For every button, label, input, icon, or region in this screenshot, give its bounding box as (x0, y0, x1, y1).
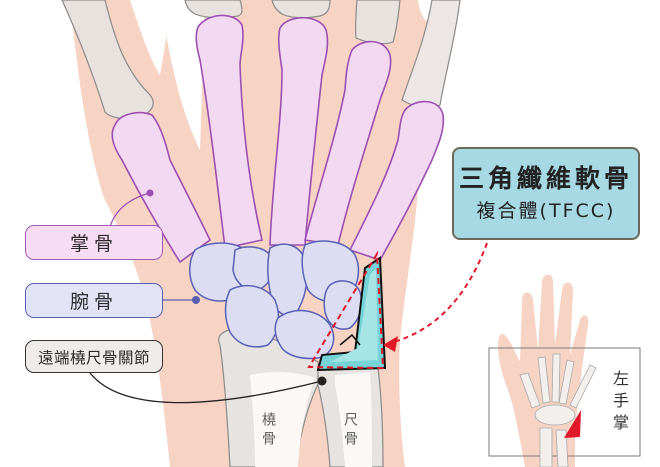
tfcc-highlight-triangle (307, 250, 385, 370)
druj-label-text: 遠端橈尺骨關節 (37, 348, 150, 367)
metacarpal-leader-line (109, 192, 151, 228)
metacarpal-label-text: 掌骨 (69, 233, 118, 255)
radius-bone-highlight (250, 372, 315, 467)
metacarpal-leader-dot (146, 189, 154, 197)
arrow-head-icon (383, 336, 398, 352)
druj-leader-dot (317, 376, 327, 386)
radius-label: 橈骨 (260, 412, 276, 450)
metacarpal-bones (111, 14, 445, 264)
tfcc-label: 三角纖維軟骨 複合體(TFCC) (452, 147, 640, 240)
metacarpal-label: 掌骨 (25, 225, 163, 260)
tfcc-fibers (339, 333, 361, 346)
tfcc-label-line2: 複合體(TFCC) (476, 199, 616, 222)
carpal-label: 腕骨 (25, 283, 163, 318)
finger-gap (130, 0, 172, 75)
druj-label: 遠端橈尺骨關節 (25, 340, 163, 373)
druj-leader-line (89, 372, 323, 404)
tfcc-label-line1: 三角纖維軟骨 (458, 163, 633, 193)
left-palm-inset (488, 274, 641, 467)
carpal-bones (189, 240, 363, 360)
phalanx (354, 0, 401, 45)
phalanx (184, 0, 243, 19)
carpal-leader-dot (192, 296, 200, 304)
carpal-label-text: 腕骨 (69, 291, 118, 313)
inset-tfcc-triangle-icon (564, 410, 581, 438)
tfcc-pointer-arrow (389, 242, 488, 344)
ulna-bone-highlight (335, 372, 372, 467)
tfcc-inner (330, 268, 378, 362)
inset-caption: 左手掌 (610, 370, 629, 436)
ulna-label: 尺骨 (342, 412, 358, 450)
